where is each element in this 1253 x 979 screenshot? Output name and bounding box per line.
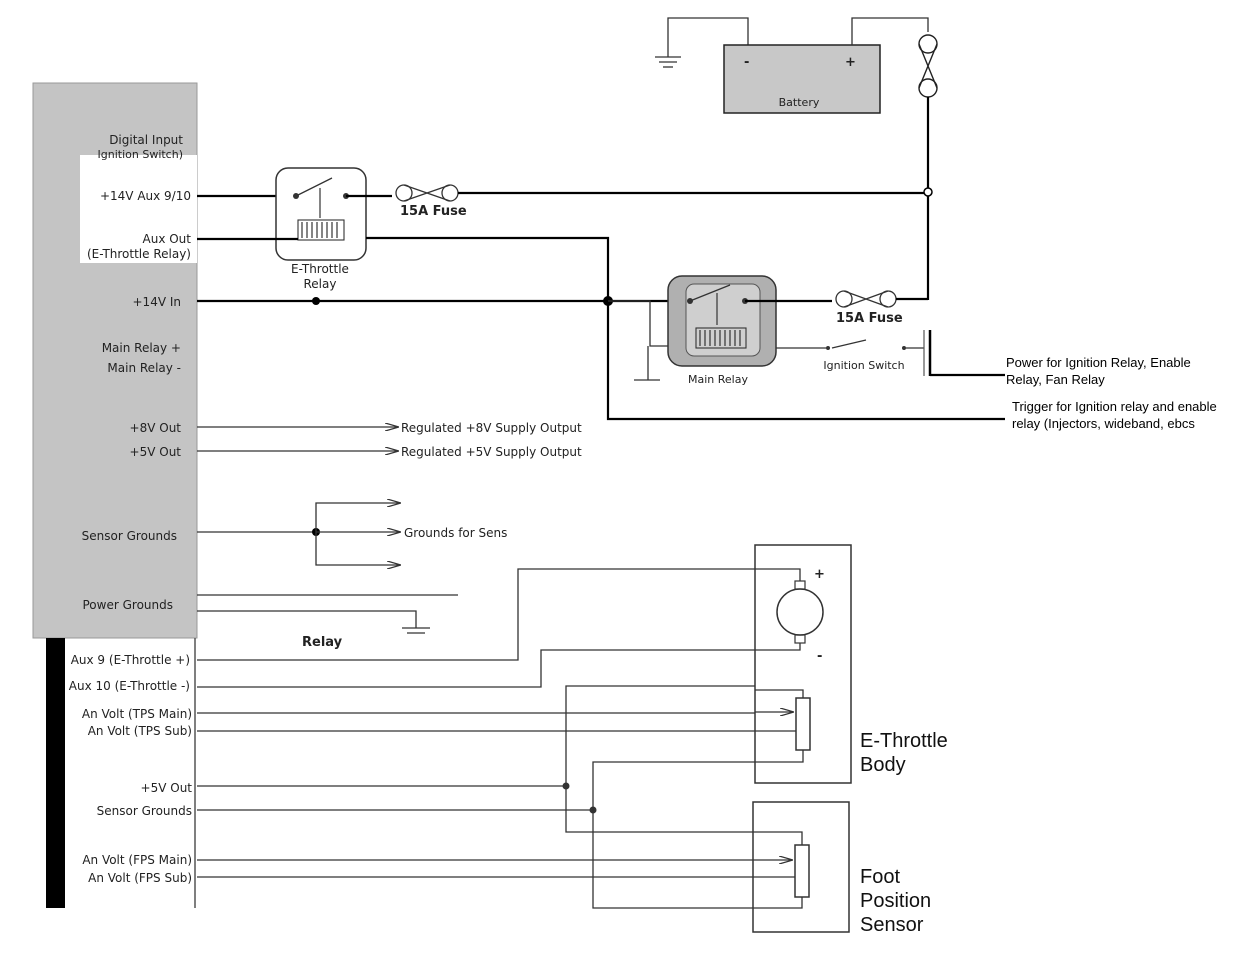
battery-label: Battery (779, 96, 820, 109)
e-throttle-relay (275, 167, 367, 261)
foot-sensor-label-2: Position (860, 890, 931, 912)
fps-potentiometer (794, 844, 810, 898)
battery-minus: - (744, 55, 749, 70)
regulated-outputs: Regulated +8V Supply Output Regulated +5… (197, 421, 582, 459)
e-throttle-relay-section: 15A Fuse E-Throttle Relay (197, 167, 933, 291)
ecu-black-strip (46, 638, 65, 908)
main-relay-section: Main Relay 15A Fuse Ignition Switch (197, 275, 1005, 386)
pin-sensor-grounds-2: Sensor Grounds (97, 804, 192, 818)
pin-aux-out: Aux Out (143, 232, 192, 246)
ecu-pin-labels: Digital Input Ignition Switch) +14V Aux … (69, 133, 193, 885)
fuse-2-label: 15A Fuse (836, 311, 903, 326)
foot-sensor-label-1: Foot (860, 866, 900, 888)
pin-tps-sub: An Volt (TPS Sub) (88, 724, 192, 738)
pin-aux9: Aux 9 (E-Throttle +) (71, 653, 190, 667)
pin-digital-input: Digital Input (109, 133, 183, 147)
motor-plus: + (814, 567, 825, 582)
pin-digital-input-2: Ignition Switch) (98, 148, 183, 161)
trigger-note-1: Trigger for Ignition relay and enable (1012, 399, 1217, 414)
tps-potentiometer (795, 697, 811, 751)
e-throttle-relay-label-1: E-Throttle (291, 262, 349, 276)
relay-coil-2 (695, 327, 747, 349)
notes: Power for Ignition Relay, Enable Relay, … (1006, 355, 1217, 431)
battery-plus: + (845, 55, 856, 70)
reg-8v-label: Regulated +8V Supply Output (401, 421, 582, 435)
pin-main-relay-plus: Main Relay + (102, 341, 181, 355)
pin-5v-out: +5V Out (130, 445, 182, 459)
main-relay-label: Main Relay (688, 373, 748, 386)
pin-14v-in: +14V In (133, 295, 182, 309)
e-throttle-body: + - E-Throttle Body (754, 544, 948, 784)
lower-harness (197, 568, 755, 909)
pin-main-relay-minus: Main Relay - (107, 361, 181, 375)
battery (723, 44, 881, 114)
pin-14v-aux: +14V Aux 9/10 (100, 189, 191, 203)
pin-8v-out: +8V Out (130, 421, 182, 435)
ignition-switch-label: Ignition Switch (823, 359, 904, 372)
power-grounds: Relay (197, 594, 458, 650)
relay-coil-1 (297, 219, 345, 241)
grounds-for-sens-label: Grounds for Sens (404, 526, 507, 540)
pin-aux-out-2: (E-Throttle Relay) (87, 247, 191, 261)
sensor-grounds-fanout: Grounds for Sens (197, 503, 507, 565)
power-note-1: Power for Ignition Relay, Enable (1006, 355, 1191, 370)
e-throttle-relay-label-2: Relay (304, 277, 337, 291)
ecu-block (32, 82, 198, 908)
relay-text: Relay (302, 635, 343, 650)
junction-aux (923, 187, 933, 197)
power-note-2: Relay, Fan Relay (1006, 372, 1105, 387)
pin-fps-main: An Volt (FPS Main) (82, 853, 192, 867)
pin-power-grounds: Power Grounds (83, 598, 174, 612)
motor-icon (776, 588, 824, 636)
e-throttle-body-label-2: Body (860, 754, 906, 776)
e-throttle-body-box (754, 544, 852, 784)
pin-sensor-grounds: Sensor Grounds (82, 529, 177, 543)
battery-section: - + Battery (655, 17, 938, 300)
pin-fps-sub: An Volt (FPS Sub) (88, 871, 192, 885)
aux-out-trigger-line (197, 236, 1005, 421)
foot-position-sensor: Foot Position Sensor (752, 801, 931, 936)
foot-sensor-label-3: Sensor (860, 914, 924, 936)
pin-aux10: Aux 10 (E-Throttle -) (69, 679, 190, 693)
e-throttle-body-label-1: E-Throttle (860, 730, 948, 752)
reg-5v-label: Regulated +5V Supply Output (401, 445, 582, 459)
fuse-1-label: 15A Fuse (400, 204, 467, 219)
foot-sensor-box (752, 801, 850, 933)
pin-tps-main: An Volt (TPS Main) (82, 707, 192, 721)
trigger-note-2: relay (Injectors, wideband, ebcs (1012, 416, 1195, 431)
motor-minus: - (817, 649, 822, 664)
pin-5v-out-2: +5V Out (141, 781, 193, 795)
